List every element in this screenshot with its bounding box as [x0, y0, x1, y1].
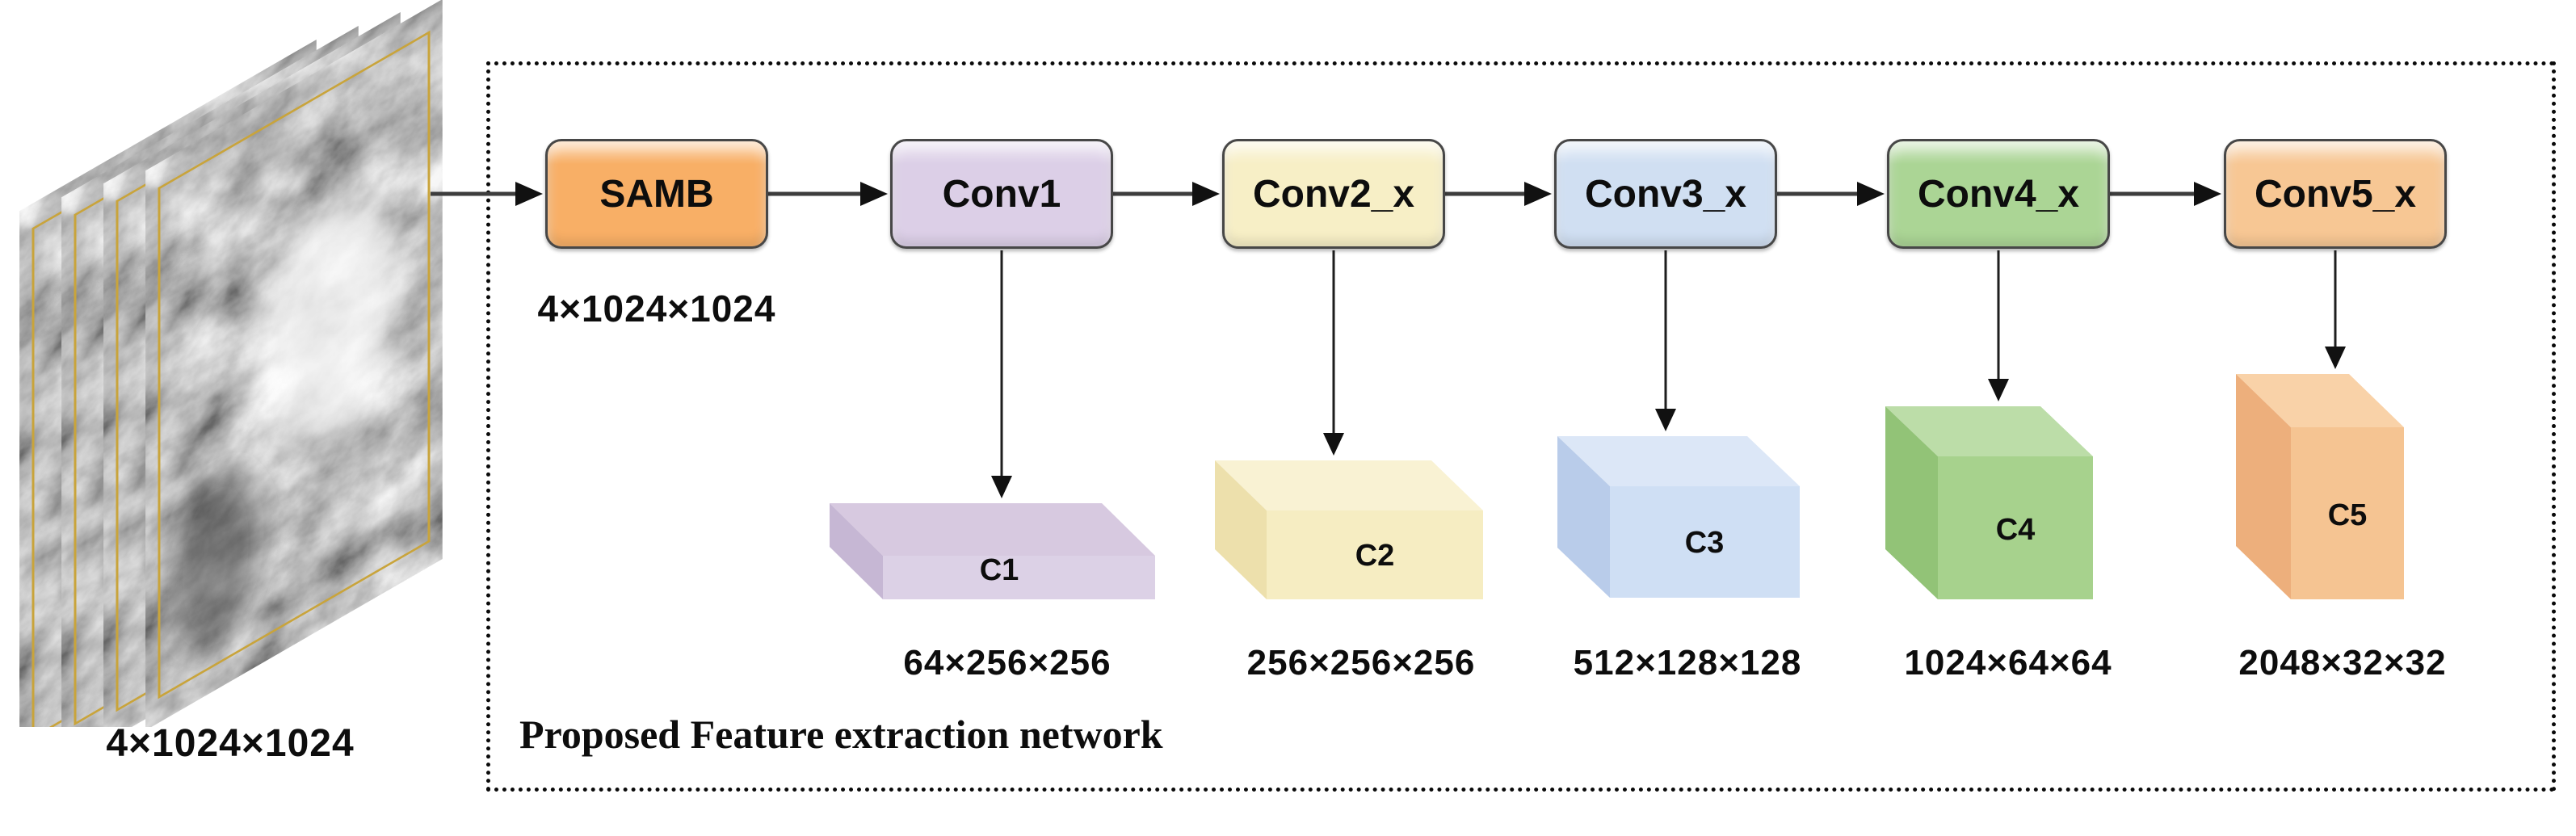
c2-cube: C2	[1215, 460, 1483, 599]
c4-cube: C4	[1885, 406, 2093, 599]
conv1-label: Conv1	[942, 172, 1061, 216]
c4-dims: 1024×64×64	[1904, 643, 2112, 683]
c1-cube-label: C1	[980, 553, 1019, 587]
c1-cube: C1	[830, 503, 1155, 599]
input-image-stack	[32, 30, 431, 727]
network-frame	[486, 61, 2556, 792]
samb-block: SAMB	[545, 139, 768, 249]
samb-input-dims: 4×1024×1024	[537, 288, 776, 330]
c3-cube: C3	[1557, 436, 1800, 598]
conv4-label: Conv4_x	[1917, 172, 2080, 216]
c3-dims: 512×128×128	[1573, 643, 1802, 683]
frame-caption: Proposed Feature extraction network	[519, 712, 1163, 757]
conv2-block: Conv2_x	[1222, 139, 1445, 249]
input-stack-dims: 4×1024×1024	[106, 722, 355, 765]
c2-cube-label: C2	[1355, 539, 1395, 573]
c4-cube-label: C4	[1996, 513, 2036, 547]
conv2-label: Conv2_x	[1252, 172, 1415, 216]
c5-dims: 2048×32×32	[2238, 643, 2447, 683]
c5-cube: C5	[2236, 374, 2404, 599]
conv5-label: Conv5_x	[2254, 172, 2417, 216]
c1-dims: 64×256×256	[903, 643, 1112, 683]
samb-label: SAMB	[599, 172, 714, 216]
conv3-block: Conv3_x	[1554, 139, 1777, 249]
conv3-label: Conv3_x	[1584, 172, 1747, 216]
input-image-layer-front	[158, 30, 431, 699]
c2-dims: 256×256×256	[1246, 643, 1476, 683]
conv1-block: Conv1	[890, 139, 1113, 249]
c5-cube-label: C5	[2328, 498, 2368, 532]
conv5-block: Conv5_x	[2224, 139, 2447, 249]
c3-cube-label: C3	[1685, 526, 1725, 560]
conv4-block: Conv4_x	[1887, 139, 2110, 249]
